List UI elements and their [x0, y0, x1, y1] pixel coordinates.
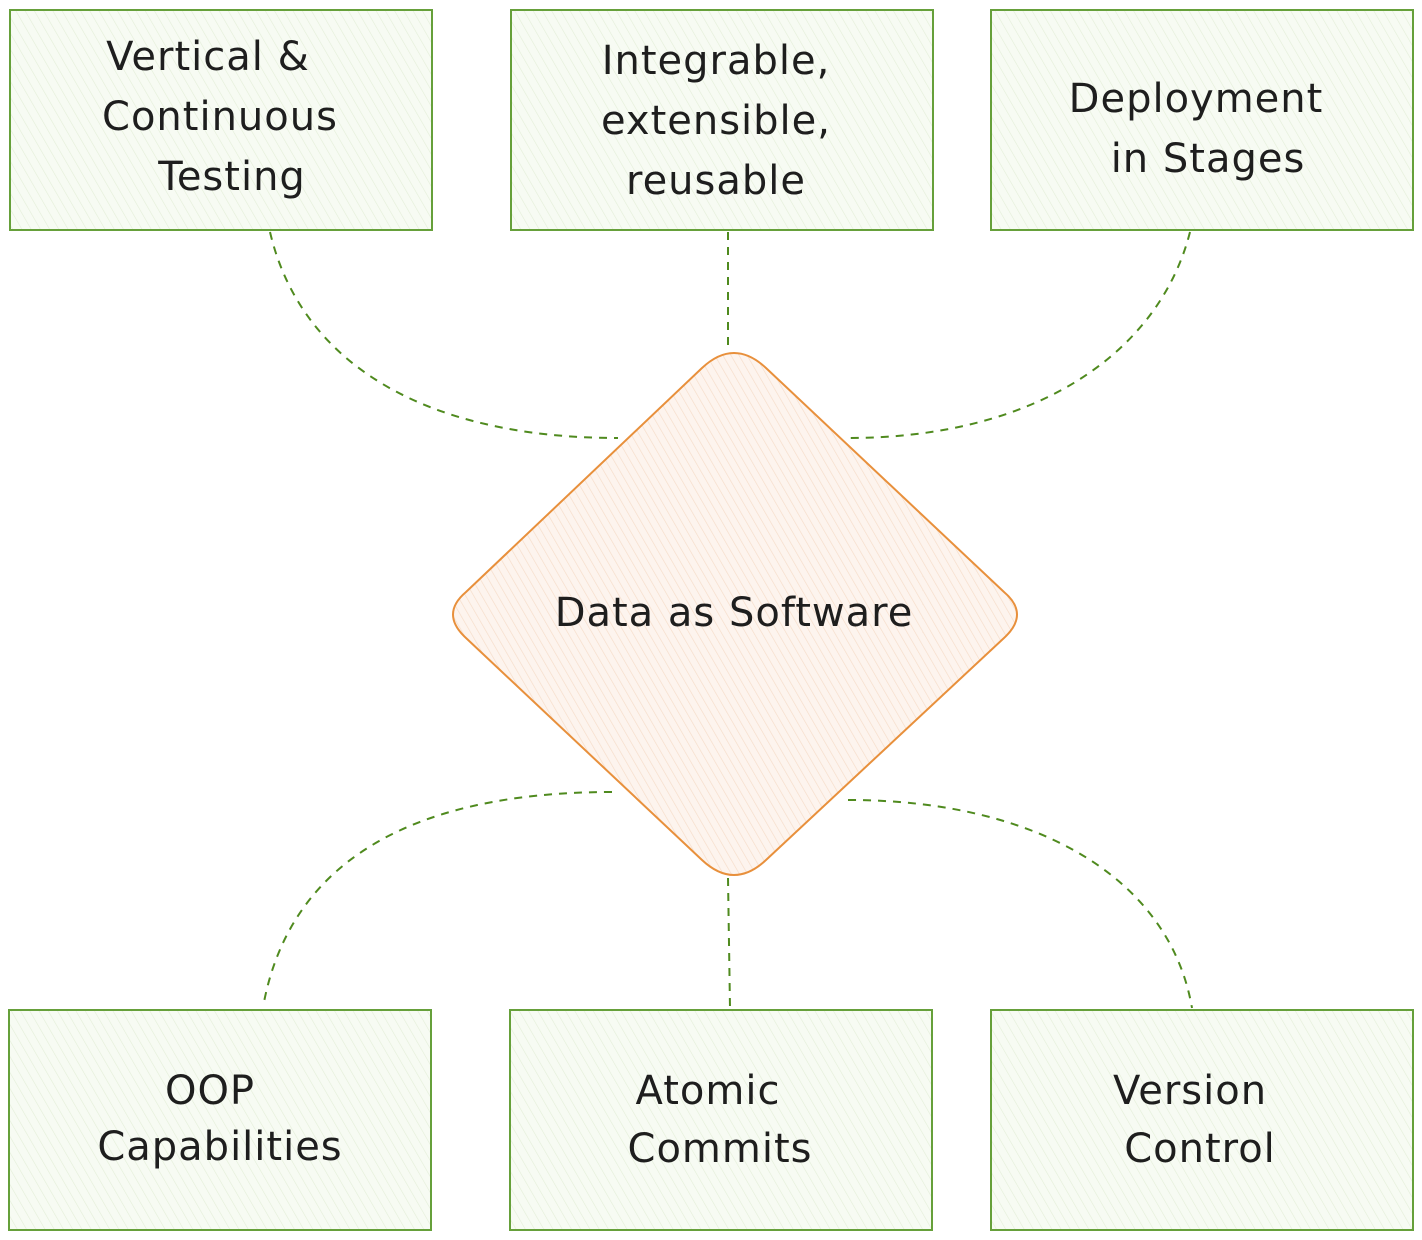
node-label-line: Vertical & — [106, 34, 310, 80]
node-oop-capabilities: OOP Capabilities — [8, 1009, 432, 1231]
node-label-line: in Stages — [1111, 136, 1306, 182]
node-atomic-commits: Atomic Commits — [509, 1009, 933, 1231]
node-label-line: Atomic — [636, 1068, 781, 1114]
center-label: Data as Software — [555, 590, 914, 636]
node-label-line: Continuous — [102, 94, 338, 140]
node-box — [990, 9, 1414, 231]
node-deployment-in-stages: Deployment in Stages — [990, 9, 1414, 231]
node-box — [9, 9, 433, 231]
node-vertical-continuous-testing: Vertical & Continuous Testing — [9, 9, 433, 231]
node-label-line: Commits — [628, 1126, 813, 1172]
node-box — [510, 9, 934, 231]
center-diamond — [452, 352, 1018, 876]
node-label-line: Deployment — [1069, 76, 1324, 122]
center-node-data-as-software: Data as Software — [452, 352, 1018, 876]
node-label-line: Version — [1113, 1068, 1267, 1114]
node-label-line: extensible, — [601, 98, 831, 144]
connector-bottom-right — [847, 799, 1193, 1009]
node-label-line: Capabilities — [97, 1124, 342, 1170]
connector-top-right — [847, 231, 1191, 439]
node-box — [509, 1009, 933, 1231]
node-box — [8, 1009, 432, 1231]
connectors — [263, 231, 1193, 1009]
connector-bottom-left — [263, 791, 613, 1003]
node-label-line: Control — [1124, 1126, 1276, 1172]
node-label-line: Integrable, — [602, 38, 831, 84]
node-label-line: reusable — [626, 158, 806, 204]
node-integrable-extensible-reusable: Integrable, extensible, reusable — [510, 9, 934, 231]
node-version-control: Version Control — [990, 1009, 1414, 1231]
node-label-line: Testing — [157, 154, 306, 200]
node-label-line: OOP — [165, 1068, 255, 1114]
connector-bottom-middle — [727, 877, 731, 1009]
connector-top-left — [269, 231, 619, 439]
node-box — [990, 1009, 1414, 1231]
